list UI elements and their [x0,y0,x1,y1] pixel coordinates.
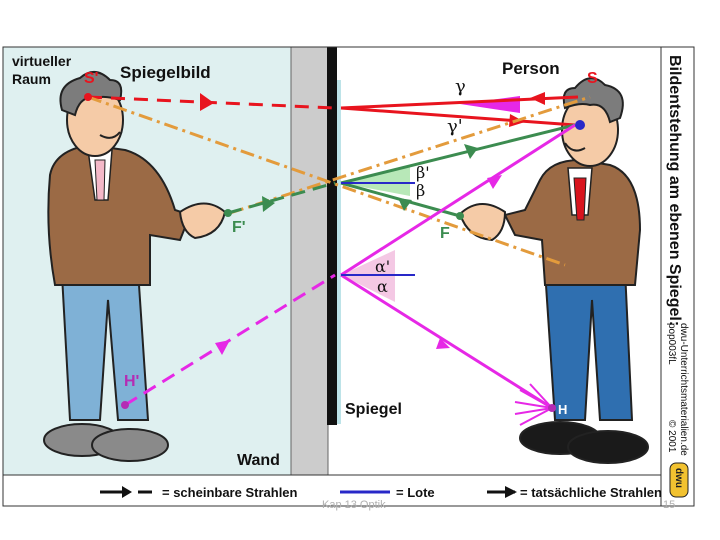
ray-red-apparent-arrow [200,93,214,111]
ray-orange-2 [229,95,591,215]
point-S-dot [575,120,585,130]
scatter-rays [514,383,553,426]
point-F-virtual-dot [224,209,232,217]
side-panel-code: pop003fL [666,323,677,365]
label-virtual-room-2: Raum [12,71,51,87]
footer-caption: Kap 13 Optik [322,499,386,511]
label-wall: Wand [237,452,280,469]
dwu-logo [669,462,689,498]
mirror-glass [337,80,341,424]
point-F-dot [456,212,464,220]
side-panel-title: Bildentstehung am ebenen Spiegel: [666,55,683,326]
point-H-virtual-dot [121,401,129,409]
point-H-dot [548,404,556,412]
label-mirror-image: Spiegelbild [120,63,211,82]
label-alpha-prime: α' [375,257,390,276]
label-mirror: Spiegel [345,401,402,418]
wall [290,46,329,476]
ray-green-incident-arrow [398,198,412,211]
ray-magenta-reflected [340,123,576,277]
label-virtual-room-1: virtueller [12,53,72,69]
ray-green-apparent [227,181,336,215]
point-S-virtual-dot [84,93,92,101]
ray-magenta-apparent-arrow [215,340,230,355]
virtual-person [43,71,227,462]
ray-magenta-incident-arrow [436,338,450,349]
label-point-S: S [587,70,598,87]
dwu-logo-text: dwu [673,468,684,488]
legend-apparent-rays-text: = scheinbare Strahlen [162,485,298,500]
label-point-H-virtual: H' [124,373,139,390]
angle-beta-wedge [341,166,410,196]
label-person: Person [502,59,560,78]
legend-apparent-rays: = scheinbare Strahlen [100,485,298,500]
ray-red-incident-arrow [530,92,545,105]
real-person [458,77,649,464]
legend-normals: = Lote [340,485,435,500]
footer-page-number: 15 [663,499,675,511]
label-gamma: γ [455,76,466,97]
side-panel-source: dwu-Unterrichtsmaterialien.de [678,323,689,456]
ray-red-reflected [340,106,576,127]
label-point-S-virtual: S' [84,70,98,87]
legend-actual-rays-text: = tatsächliche Strahlen [520,485,662,500]
legend-actual-rays: = tatsächliche Strahlen [487,485,662,500]
label-alpha: α [377,277,388,296]
label-gamma-prime: γ' [447,116,463,137]
label-point-H: H [558,402,567,417]
mirror [327,47,337,425]
side-panel [660,46,695,507]
ray-green-reflected-arrow [464,144,478,159]
label-point-F: F [440,225,450,242]
ray-magenta-incident [340,273,553,410]
ray-green-apparent-arrow [262,196,275,212]
legend-normals-text: = Lote [396,485,435,500]
side-panel-copyright: © 2001 [666,420,677,453]
ray-green-reflected [340,123,576,185]
ray-magenta-reflected-arrow [487,175,502,189]
label-beta-prime: β' [416,163,430,182]
label-point-F-virtual: F' [232,219,246,236]
label-beta: β [416,181,425,200]
